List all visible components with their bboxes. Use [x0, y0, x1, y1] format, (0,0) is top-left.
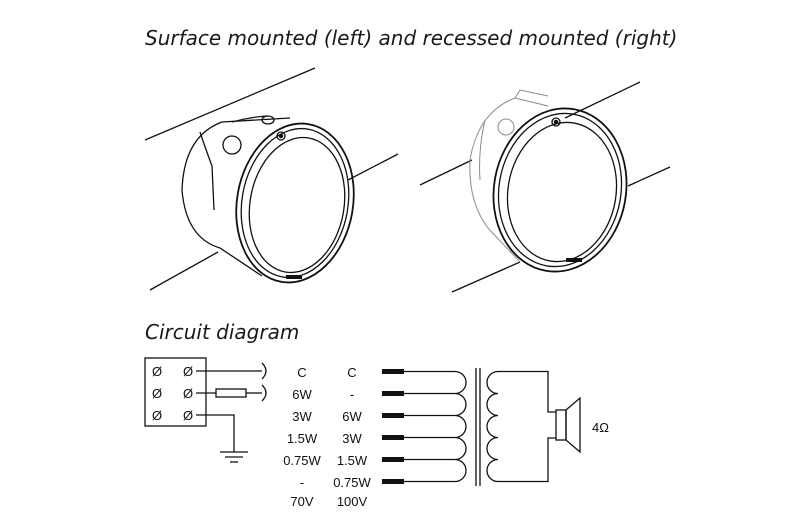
- tap-label-70v: 6W: [292, 387, 312, 402]
- primary-winding: [454, 370, 467, 483]
- circuit-diagram: Ø Ø Ø Ø Ø Ø C 6W 3W 1.5W 0.75W - 70V: [144, 357, 609, 509]
- tap-label-100v: 1.5W: [337, 453, 368, 468]
- tap-label-100v: 6W: [342, 409, 362, 424]
- front-screw-center: [553, 119, 559, 125]
- recessed-housing-seam: [479, 119, 486, 181]
- tap-terminal: [382, 391, 404, 396]
- mount-title: Surface mounted (left) and recessed moun…: [145, 26, 678, 50]
- terminal-screw: Ø: [183, 364, 193, 379]
- logo-badge: [566, 258, 582, 262]
- tap-leads: [404, 370, 455, 483]
- tap-label-100v: -: [350, 387, 354, 402]
- voltage-footer-70v: 70V: [290, 494, 313, 509]
- tap-terminal: [382, 457, 404, 462]
- recessed-cable-hole: [497, 118, 515, 136]
- top-screw: [261, 115, 275, 125]
- front-ring-mid: [240, 127, 350, 279]
- secondary-lead: [498, 370, 556, 413]
- terminal-screw: Ø: [152, 386, 162, 401]
- recessed-housing-top: [514, 89, 549, 99]
- tap-label-100v: 0.75W: [333, 475, 371, 490]
- front-grille: [506, 121, 618, 263]
- secondary-lead: [498, 437, 556, 483]
- tap-column-70v: C 6W 3W 1.5W 0.75W - 70V: [283, 365, 321, 509]
- circuit-title: Circuit diagram: [145, 320, 300, 344]
- connector-arc: [261, 384, 267, 402]
- terminal-screw: Ø: [152, 408, 162, 423]
- impedance-label: 4Ω: [592, 420, 609, 435]
- housing-seam: [199, 131, 215, 211]
- tap-terminal: [382, 413, 404, 418]
- ceiling-line: [419, 159, 473, 186]
- ceiling-line: [347, 153, 399, 181]
- cable-entry-hole: [222, 135, 242, 155]
- front-ring-mid: [497, 112, 623, 268]
- ceiling-line: [627, 166, 671, 187]
- speaker-icon: [555, 409, 567, 441]
- front-screw: [551, 117, 561, 127]
- secondary-winding: [486, 370, 499, 483]
- front-grille: [248, 136, 346, 274]
- tap-label-100v: 3W: [342, 431, 362, 446]
- recessed-housing: [469, 97, 549, 263]
- tap-label-70v: C: [297, 365, 306, 380]
- connector-arc: [261, 362, 267, 380]
- tap-terminal: [382, 479, 404, 484]
- terminal-screws: Ø Ø Ø Ø Ø Ø: [152, 364, 193, 423]
- terminal-screw: Ø: [183, 386, 193, 401]
- tap-label-70v: -: [300, 475, 304, 490]
- ceiling-line: [144, 67, 316, 141]
- voltage-footer-100v: 100V: [337, 494, 368, 509]
- tap-column-100v: C - 6W 3W 1.5W 0.75W 100V: [333, 365, 371, 509]
- front-ring-outer: [492, 107, 628, 273]
- ground-wire: [196, 414, 235, 452]
- ceiling-line: [564, 81, 641, 119]
- tap-label-100v: C: [347, 365, 356, 380]
- front-screw-center: [278, 133, 284, 139]
- recessed-mounted-speaker: [419, 81, 671, 293]
- tap-label-70v: 3W: [292, 409, 312, 424]
- surface-mounted-speaker: [144, 67, 399, 291]
- front-screw: [276, 131, 286, 141]
- speaker-cone: [565, 396, 581, 454]
- tap-terminals: [382, 369, 404, 484]
- ceiling-line: [451, 261, 521, 293]
- logo-badge: [286, 275, 302, 279]
- housing-body: [181, 117, 291, 277]
- terminal-screw: Ø: [183, 408, 193, 423]
- tap-terminal: [382, 369, 404, 374]
- terminal-block: [144, 357, 207, 427]
- front-ring-outer: [235, 122, 355, 284]
- tap-label-70v: 1.5W: [287, 431, 318, 446]
- tap-terminal: [382, 435, 404, 440]
- terminal-screw: Ø: [152, 364, 162, 379]
- tap-label-70v: 0.75W: [283, 453, 321, 468]
- ceiling-line: [149, 251, 219, 291]
- fuse: [215, 388, 247, 398]
